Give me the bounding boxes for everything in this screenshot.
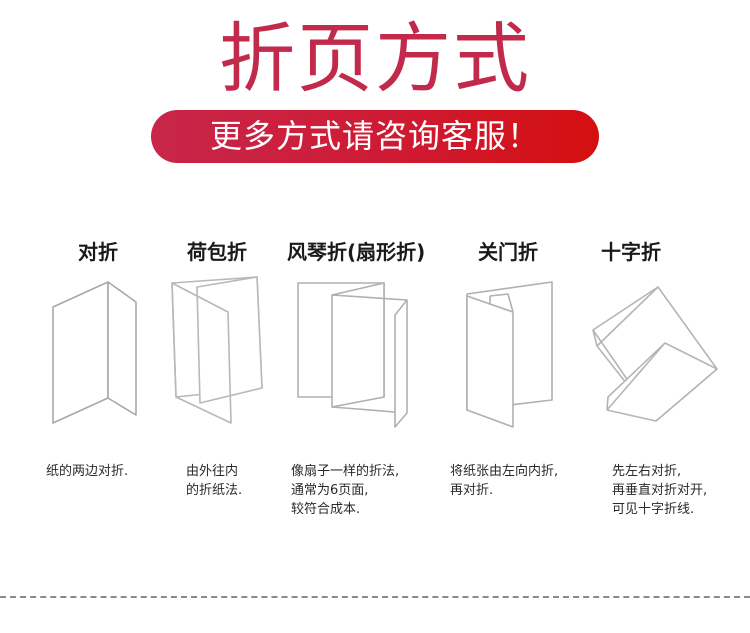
fold-desc-cross: 先左右对折, 再垂直对折对开, 可见十字折线. [612, 464, 708, 517]
half-fold-icon [52, 281, 137, 424]
fold-title-cross: 十字折 [601, 240, 661, 264]
fold-title-accordion: 风琴折(扇形折) [287, 240, 426, 264]
fold-desc-half: 纸的两边对折. [46, 464, 129, 479]
accordion-fold-icon [297, 282, 408, 428]
fold-title-half: 对折 [78, 240, 118, 264]
banner-text: 更多方式请咨询客服！ [209, 117, 540, 155]
gate-fold-icon [466, 281, 553, 428]
fold-desc-wallet: 由外往内 的折纸法. [186, 464, 243, 498]
fold-title-gate: 关门折 [478, 240, 538, 264]
fold-title-wallet: 荷包折 [187, 240, 247, 264]
page-title: 折页方式 [219, 14, 531, 103]
cross-fold-icon [592, 286, 718, 422]
wallet-fold-icon [171, 276, 263, 424]
fold-desc-accordion: 像扇子一样的折法, 通常为6页面, 较符合成本. [291, 464, 400, 517]
dashed-divider [0, 596, 750, 598]
contact-service-banner: 更多方式请咨询客服！ [151, 110, 599, 163]
fold-desc-gate: 将纸张由左向内折, 再对折. [450, 464, 559, 498]
